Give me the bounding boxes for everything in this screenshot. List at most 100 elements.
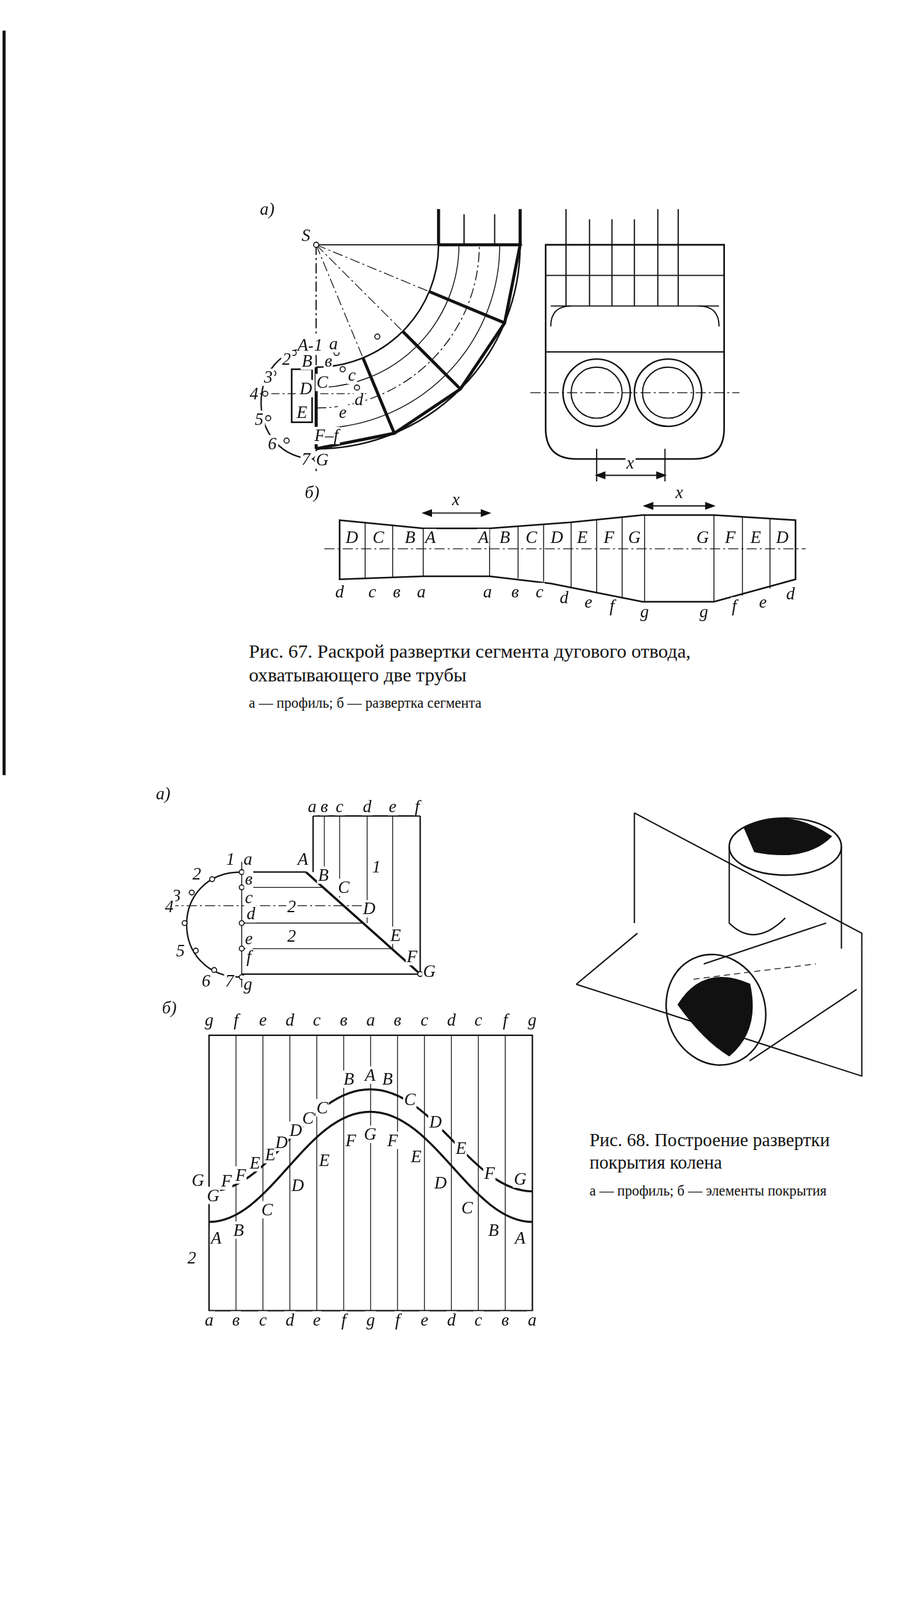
point-label: d: [245, 905, 257, 923]
point-label: a: [482, 582, 493, 600]
point-label: e: [258, 1011, 268, 1029]
point-label: 2: [286, 898, 298, 916]
point-label: a: [203, 1310, 215, 1329]
point-label: d: [334, 582, 346, 600]
point-label: e: [312, 1310, 322, 1329]
point-label: D: [428, 1113, 443, 1131]
point-label: в: [319, 798, 330, 816]
point-label: a: [365, 1011, 377, 1029]
point-label: 2: [191, 865, 203, 883]
point-label: 5: [253, 410, 265, 428]
figure-caption: Рис. 67. Раскрой развертки сегмента дуго…: [248, 640, 808, 688]
point-label: e: [583, 592, 594, 611]
figure-caption: а — профиль; б — элементы покрытия: [589, 1183, 874, 1201]
point-label: D: [274, 1133, 290, 1152]
point-label: A: [476, 528, 490, 547]
point-label: 1: [312, 335, 324, 354]
point-label: B: [381, 1070, 395, 1088]
point-label: B: [498, 528, 512, 547]
point-label: F: [219, 1172, 233, 1190]
point-label: б): [160, 999, 178, 1017]
point-label: F: [405, 947, 419, 966]
point-label: 7: [300, 449, 312, 468]
point-label: A: [514, 1229, 527, 1247]
point-label: c: [367, 582, 377, 600]
point-label: 6: [200, 972, 212, 990]
point-label: C: [315, 1098, 329, 1116]
point-label: f: [413, 798, 421, 816]
point-label: б): [303, 483, 321, 502]
point-label: c: [419, 1011, 430, 1029]
point-label: e: [387, 798, 398, 816]
point-label: D: [774, 528, 790, 547]
point-label: 1: [371, 858, 383, 876]
point-label: g: [639, 603, 650, 621]
point-label: A: [296, 849, 310, 868]
point-label: x: [451, 490, 461, 509]
point-label: S: [300, 226, 312, 245]
point-label: c: [258, 1310, 268, 1329]
point-label: в: [323, 352, 334, 370]
point-label: G: [362, 1125, 378, 1143]
point-label: C: [524, 528, 538, 547]
point-label: D: [344, 528, 360, 547]
point-label: G: [512, 1170, 528, 1188]
point-label: c: [334, 798, 345, 816]
point-label: C: [301, 1108, 315, 1127]
point-label: F: [723, 528, 737, 547]
point-label: f: [730, 597, 738, 615]
point-label: в: [244, 870, 254, 888]
point-label: d: [353, 390, 365, 409]
point-label: G: [695, 528, 711, 547]
point-label: 4: [164, 898, 175, 916]
point-label: G: [626, 528, 642, 547]
point-label: e: [337, 403, 348, 421]
point-label: D: [433, 1174, 449, 1192]
point-label: F: [602, 528, 616, 547]
point-label: a: [526, 1310, 538, 1329]
point-label: E: [389, 926, 403, 945]
figure-caption: а — профиль; б — развертка сегмента: [248, 695, 677, 713]
point-label: d: [446, 1310, 458, 1329]
point-label: d: [284, 1011, 296, 1029]
point-label: c: [473, 1310, 484, 1329]
point-label: E: [248, 1153, 262, 1172]
point-label: A: [364, 1066, 377, 1084]
point-label: f: [232, 1011, 240, 1029]
point-label: a: [415, 582, 427, 600]
point-label: c: [346, 366, 357, 384]
point-label: G: [205, 1186, 221, 1204]
point-label: B: [403, 528, 417, 547]
point-label: c: [312, 1011, 322, 1029]
point-label: c: [244, 889, 254, 907]
point-label: F: [344, 1131, 358, 1149]
point-label: в: [392, 1011, 403, 1029]
point-label: 2: [281, 350, 293, 368]
point-label: d: [785, 585, 797, 603]
point-label: 7: [224, 972, 236, 990]
point-label: E: [317, 1151, 331, 1170]
point-label: E: [295, 403, 309, 421]
point-label: D: [298, 380, 314, 398]
point-label: a: [307, 798, 318, 816]
point-label: c: [473, 1011, 484, 1029]
point-label: C: [260, 1201, 274, 1219]
point-label: e: [758, 592, 768, 611]
point-label: a: [328, 335, 340, 353]
point-label: в: [231, 1310, 242, 1329]
point-label: d: [446, 1011, 458, 1029]
point-label: f: [340, 1310, 348, 1329]
point-label: x: [625, 454, 636, 472]
point-label: f: [501, 1011, 509, 1029]
point-label: C: [371, 528, 386, 547]
point-label: D: [290, 1176, 306, 1194]
point-label: a: [242, 849, 254, 868]
point-label: в: [510, 582, 520, 600]
point-label: 2: [286, 927, 298, 945]
point-label: а): [258, 200, 276, 218]
point-label: D: [362, 899, 377, 918]
point-label: B: [232, 1221, 245, 1239]
point-label: g: [203, 1011, 215, 1029]
